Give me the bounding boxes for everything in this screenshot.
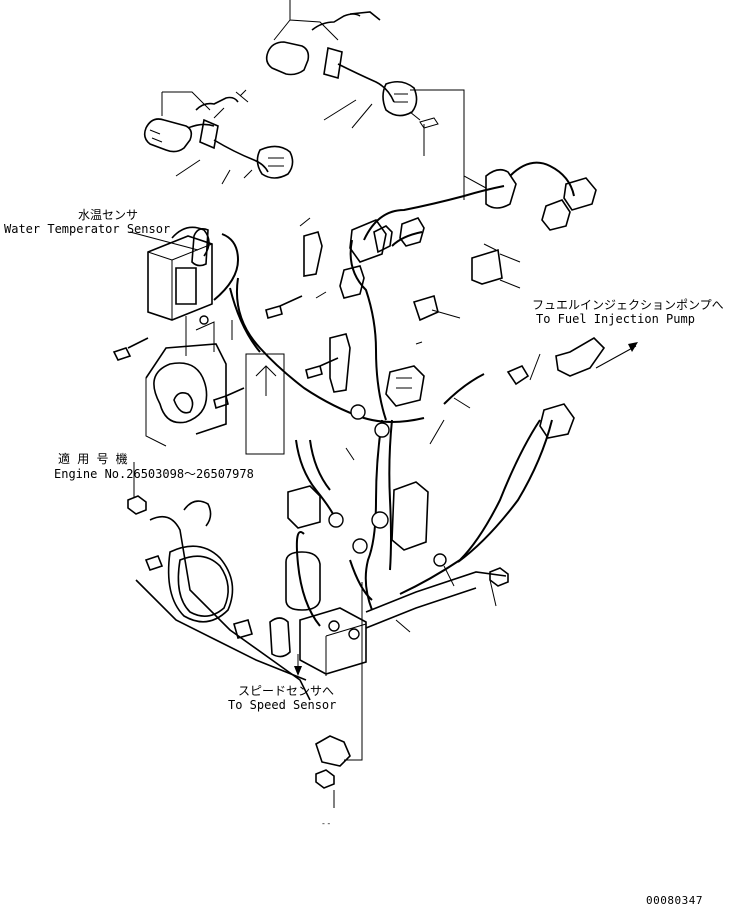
harness-connectors [285,168,606,611]
main-harness [213,161,575,627]
connector-subassembly-top [265,0,421,129]
leader-lines [129,146,541,808]
engine-number-label: Engine No.26503098～26507978 [54,467,254,481]
water-sensor-label-jp: 水温センサ [78,208,139,222]
water-temp-sensor-block [145,226,227,447]
connector-subassembly-left [143,89,294,185]
brackets-and-bolts [112,231,530,789]
applicable-units-label: 適 用 号 機 [58,452,128,466]
fuel-pump-label-jp: フュエルインジェクションポンプへ [532,298,724,312]
speed-sensor-label-en: To Speed Sensor [228,698,337,712]
svg-text:‐ ‐: ‐ ‐ [322,819,330,828]
callout-box [245,353,285,455]
engine-block [135,500,507,701]
bolt-top [419,117,439,156]
pointer-arrows [133,342,638,676]
water-sensor-label-en: Water Temperator Sensor [4,222,171,236]
leader-line-top [410,89,465,200]
drawing-number: 00080347 [646,894,703,907]
callout-arrow [255,365,277,396]
fuel-pump-label-en: To Fuel Injection Pump [536,312,695,326]
speed-sensor-label-jp: スピードセンサへ [238,684,335,698]
